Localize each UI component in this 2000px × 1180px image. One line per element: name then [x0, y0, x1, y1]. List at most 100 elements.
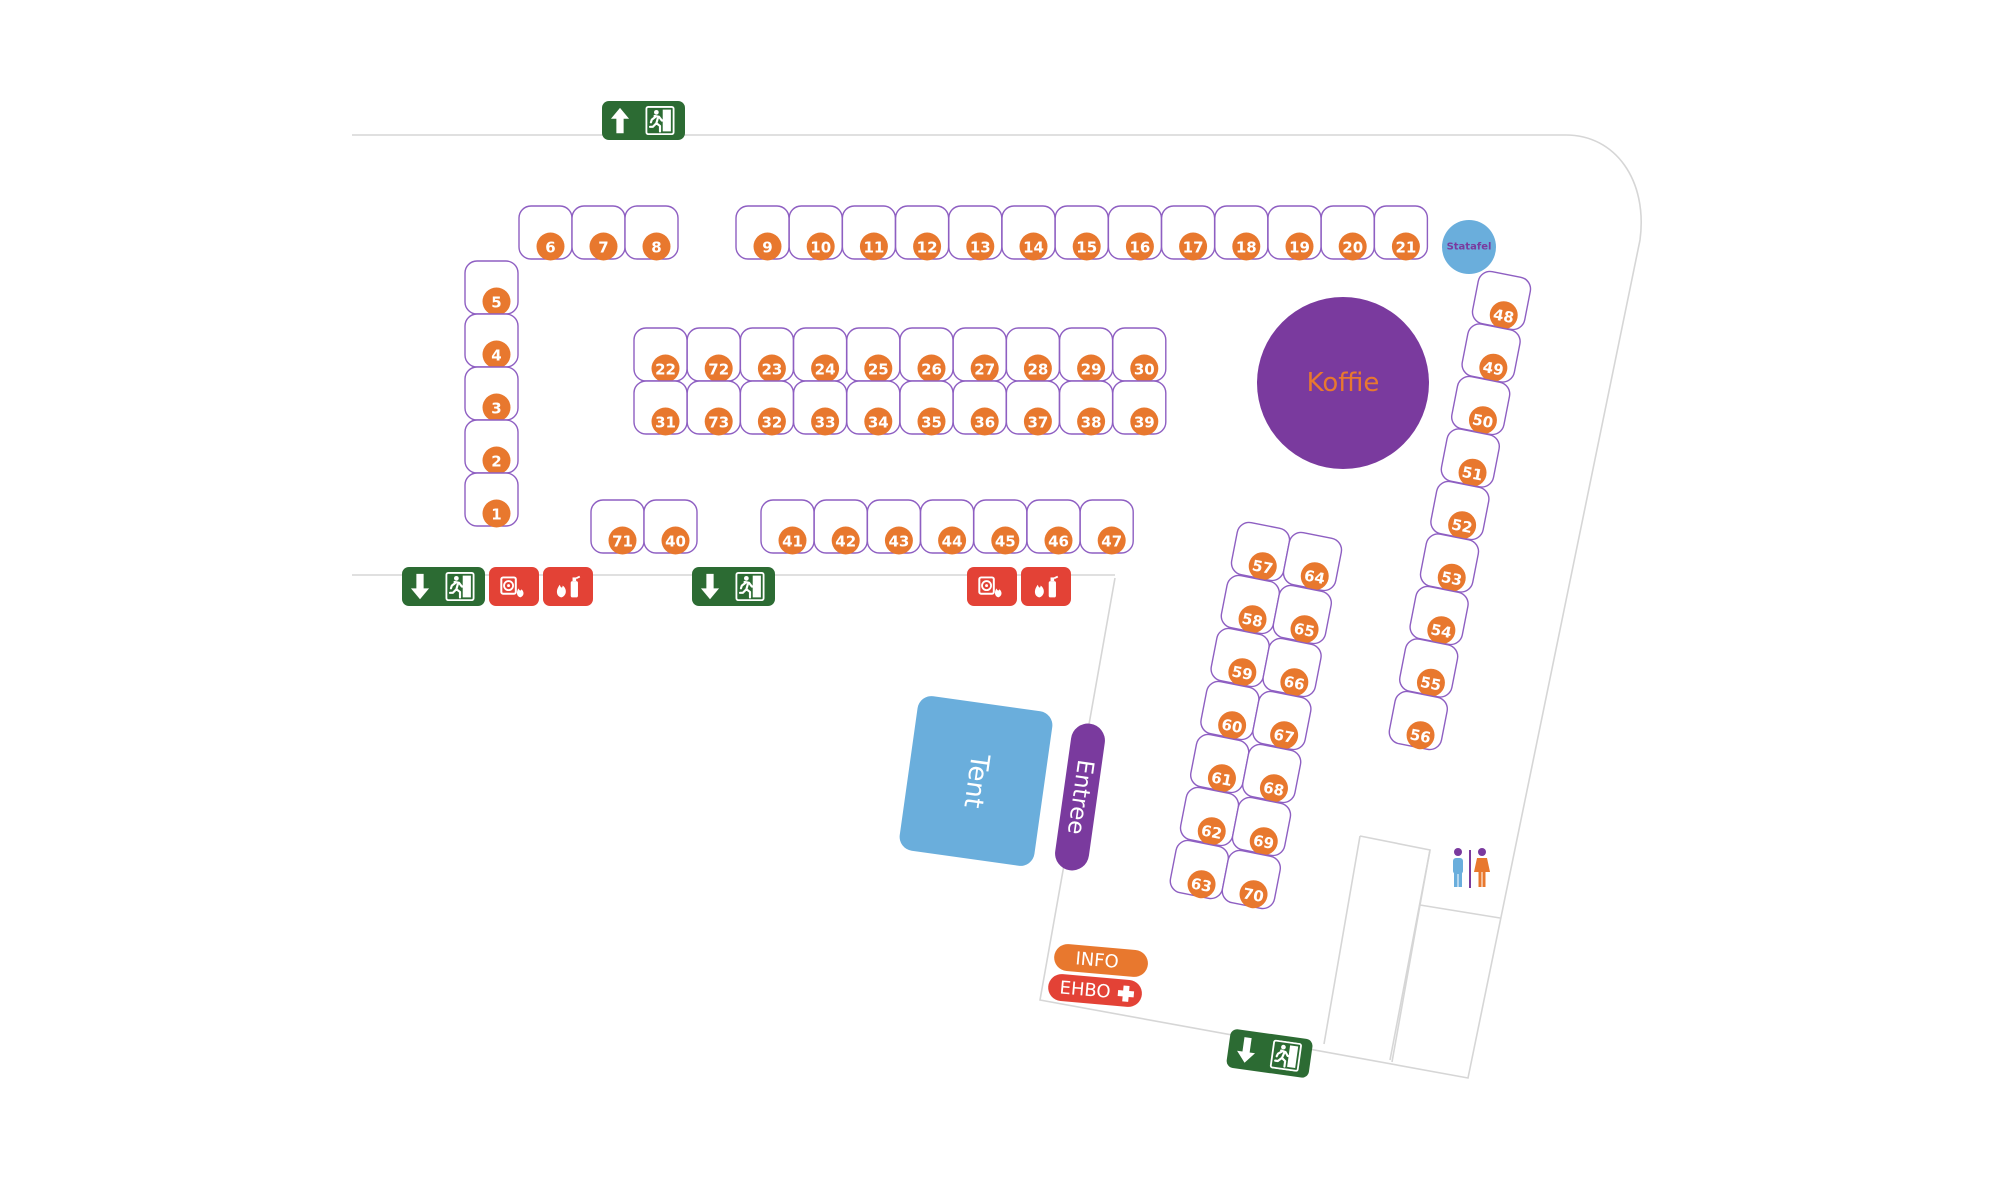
- koffie-circle: [1257, 297, 1429, 469]
- booth-20[interactable]: 20: [1320, 205, 1375, 261]
- booth-8[interactable]: 8: [624, 205, 679, 261]
- booth-42[interactable]: 42: [813, 499, 868, 555]
- fire-hose-right[interactable]: [967, 567, 1017, 606]
- booth-60[interactable]: 60: [1199, 679, 1261, 743]
- booth-17[interactable]: 17: [1160, 205, 1216, 261]
- booth-54[interactable]: 54: [1408, 584, 1470, 648]
- booth-30[interactable]: 30: [1112, 327, 1167, 383]
- booth-4[interactable]: 4: [464, 313, 519, 369]
- booth-24[interactable]: 24: [792, 327, 848, 383]
- fire-hose-left[interactable]: [489, 567, 539, 606]
- booth-2[interactable]: 2: [464, 419, 519, 475]
- entree-area[interactable]: Entree: [1053, 721, 1107, 872]
- booth-59[interactable]: 59: [1209, 626, 1271, 690]
- booth-number-badge: [1097, 526, 1126, 555]
- booth-21[interactable]: 21: [1373, 205, 1429, 261]
- booth-70[interactable]: 70: [1220, 848, 1282, 912]
- booth-23[interactable]: 23: [739, 327, 795, 383]
- booth-26[interactable]: 26: [899, 327, 954, 383]
- booth-29[interactable]: 29: [1058, 327, 1114, 383]
- booth-number-badge: [1197, 817, 1226, 846]
- booth-15[interactable]: 15: [1054, 205, 1109, 261]
- booth-58[interactable]: 58: [1219, 573, 1281, 637]
- booth-47[interactable]: 47: [1079, 499, 1134, 555]
- booth-62[interactable]: 62: [1178, 785, 1240, 849]
- booth-19[interactable]: 19: [1267, 205, 1322, 261]
- booth-number-badge: [917, 407, 946, 436]
- booth-28[interactable]: 28: [1005, 327, 1061, 383]
- booth-46[interactable]: 46: [1026, 499, 1081, 555]
- booth-18[interactable]: 18: [1214, 205, 1269, 261]
- booth-43[interactable]: 43: [866, 499, 922, 555]
- booth-32[interactable]: 32: [739, 380, 795, 436]
- booth-3[interactable]: 3: [464, 366, 519, 422]
- booth-number: 4: [491, 347, 501, 365]
- booth-57[interactable]: 57: [1229, 520, 1291, 584]
- booth-13[interactable]: 13: [948, 205, 1003, 261]
- booth-65[interactable]: 65: [1271, 583, 1333, 647]
- booth-number-badge: [482, 446, 511, 475]
- booth-number: 17: [1183, 239, 1204, 257]
- emergency-exit-middle[interactable]: [692, 567, 775, 606]
- booth-38[interactable]: 38: [1058, 380, 1114, 436]
- booth-11[interactable]: 11: [841, 205, 897, 261]
- booth-number-badge: [1125, 232, 1154, 261]
- booth-35[interactable]: 35: [899, 380, 954, 436]
- booth-44[interactable]: 44: [919, 499, 975, 555]
- booth-63[interactable]: 63: [1168, 838, 1230, 902]
- booth-16[interactable]: 16: [1107, 205, 1163, 261]
- booth-61[interactable]: 61: [1188, 732, 1250, 796]
- booth-33[interactable]: 33: [792, 380, 848, 436]
- booth-50[interactable]: 50: [1449, 374, 1511, 438]
- booth-1[interactable]: 1: [464, 472, 519, 528]
- tent-area[interactable]: Tent: [898, 694, 1054, 867]
- booth-40[interactable]: 40: [643, 499, 698, 555]
- koffie-area[interactable]: Koffie: [1257, 297, 1429, 469]
- booth-51[interactable]: 51: [1439, 427, 1501, 491]
- booth-64[interactable]: 64: [1281, 530, 1343, 594]
- booth-5[interactable]: 5: [464, 260, 519, 316]
- booth-number: 7: [598, 239, 608, 257]
- booth-53[interactable]: 53: [1418, 532, 1480, 596]
- booth-66[interactable]: 66: [1261, 636, 1323, 700]
- booth-36[interactable]: 36: [952, 380, 1007, 436]
- booth-49[interactable]: 49: [1460, 322, 1522, 386]
- booth-14[interactable]: 14: [1001, 205, 1056, 261]
- booth-number: 70: [1241, 884, 1265, 906]
- booth-27[interactable]: 27: [952, 327, 1007, 383]
- booth-68[interactable]: 68: [1240, 742, 1302, 806]
- booth-10[interactable]: 10: [788, 205, 843, 261]
- booth-73[interactable]: 73: [686, 380, 741, 436]
- fire-extinguisher-left[interactable]: [543, 567, 593, 606]
- booth-69[interactable]: 69: [1230, 795, 1292, 859]
- emergency-exit-left[interactable]: [402, 567, 485, 606]
- booth-number-badge: [1416, 668, 1445, 697]
- booth-25[interactable]: 25: [846, 327, 901, 383]
- statafel-table[interactable]: Statafel: [1442, 220, 1496, 274]
- fire-extinguisher-right[interactable]: [1021, 567, 1071, 606]
- booth-7[interactable]: 7: [571, 205, 626, 261]
- booth-9[interactable]: 9: [735, 205, 790, 261]
- booth-67[interactable]: 67: [1251, 689, 1313, 753]
- booth-31[interactable]: 31: [633, 380, 688, 436]
- booth-41[interactable]: 41: [760, 499, 815, 555]
- booth-22[interactable]: 22: [633, 327, 688, 383]
- info-point[interactable]: INFO: [1053, 943, 1149, 978]
- booth-72[interactable]: 72: [686, 327, 741, 383]
- booth-12[interactable]: 12: [894, 205, 950, 261]
- booth-6[interactable]: 6: [518, 205, 573, 261]
- booth-number: 35: [921, 414, 942, 432]
- booth-number-badge: [938, 526, 967, 555]
- ehbo-point[interactable]: EHBO: [1047, 973, 1143, 1008]
- emergency-exit-bottom[interactable]: [1226, 1028, 1314, 1078]
- booth-45[interactable]: 45: [973, 499, 1028, 555]
- booth-56[interactable]: 56: [1387, 689, 1449, 753]
- booth-71[interactable]: 71: [590, 499, 645, 555]
- booth-34[interactable]: 34: [846, 380, 901, 436]
- booth-number: 46: [1048, 533, 1069, 551]
- emergency-exit-top[interactable]: [602, 101, 685, 140]
- booth-39[interactable]: 39: [1112, 380, 1167, 436]
- booth-number-badge: [482, 393, 511, 422]
- booth-37[interactable]: 37: [1005, 380, 1061, 436]
- booth-55[interactable]: 55: [1397, 637, 1459, 701]
